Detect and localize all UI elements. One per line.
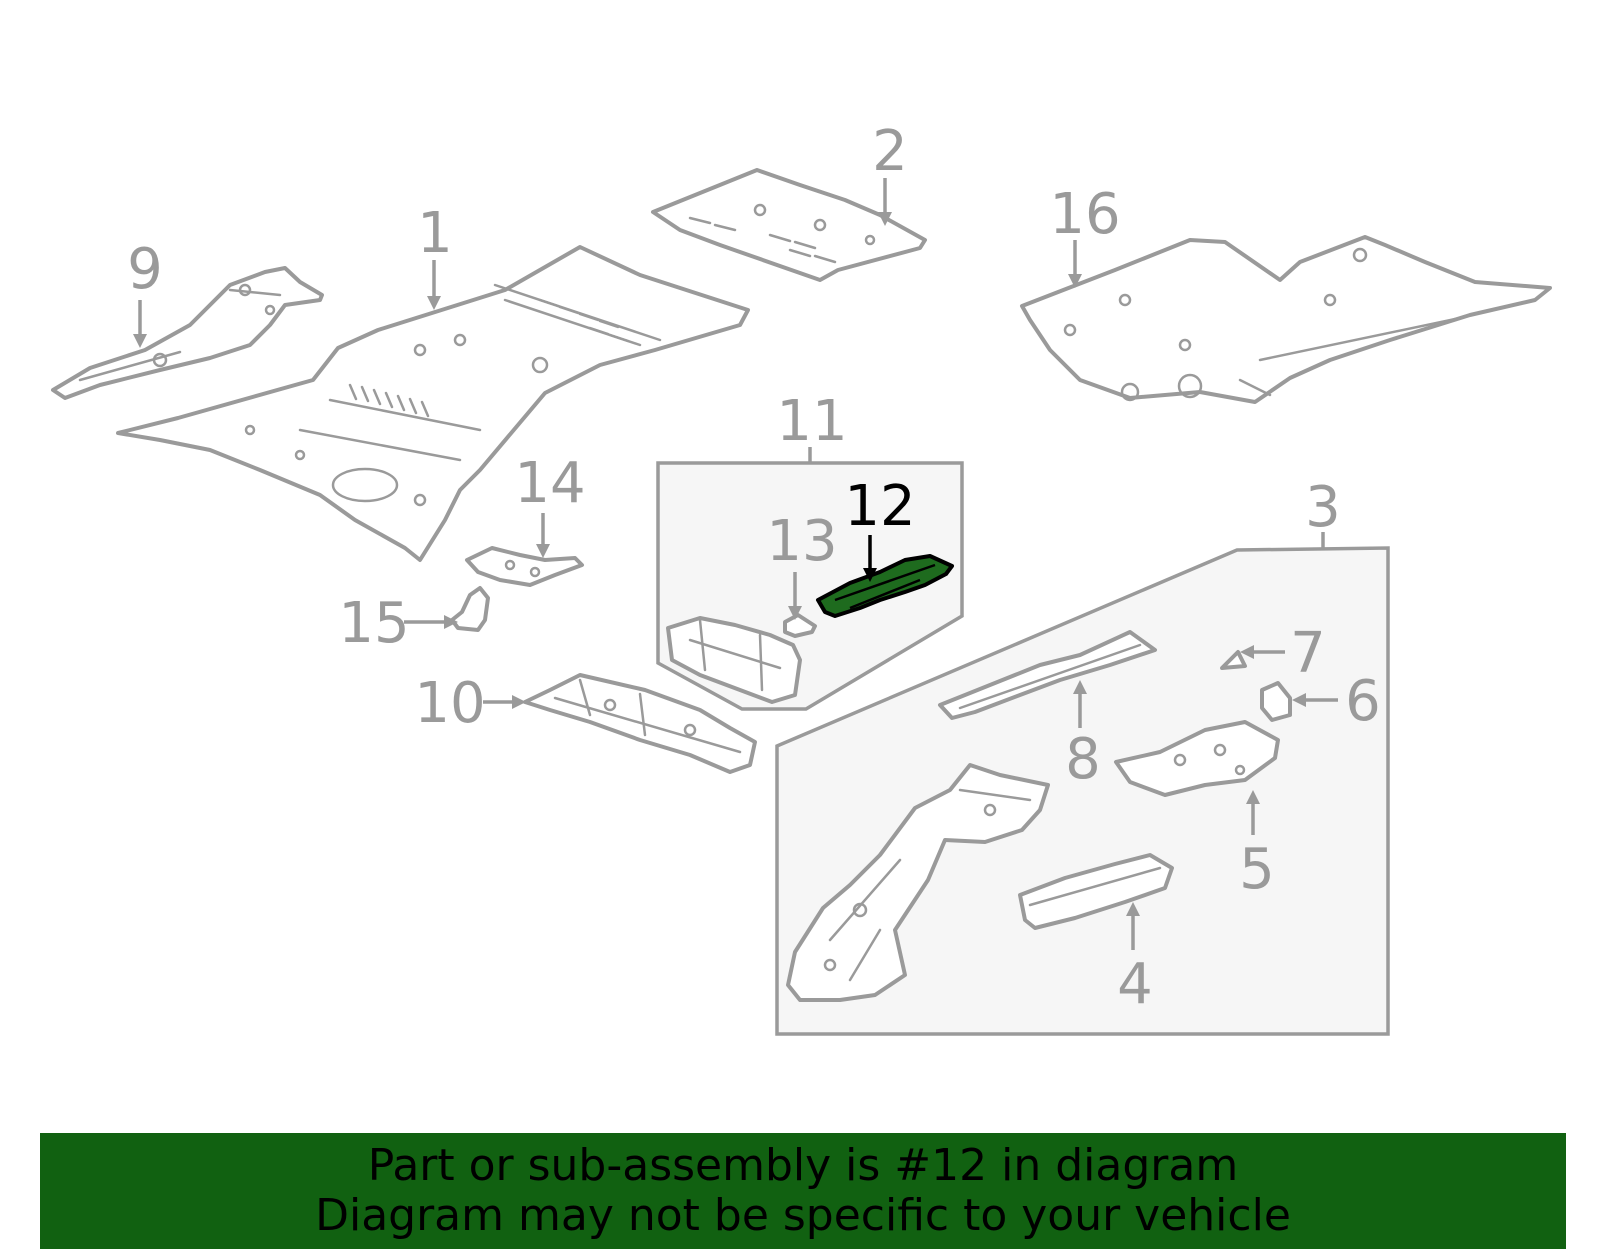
callout-4: 4 xyxy=(1117,952,1153,1017)
part-5-floor-section[interactable] xyxy=(1114,720,1280,797)
callout-7: 7 xyxy=(1290,621,1326,686)
part-14-bracket[interactable] xyxy=(465,546,584,587)
banner-line-1: Part or sub-assembly is #12 in diagram xyxy=(367,1140,1239,1191)
callout-13: 13 xyxy=(766,509,837,574)
part-3-side-frame[interactable] xyxy=(786,763,1050,1002)
callout-14: 14 xyxy=(514,451,585,516)
callout-9: 9 xyxy=(127,237,163,302)
part-7-clip[interactable] xyxy=(1220,650,1247,670)
group-box-3 xyxy=(775,546,1390,1036)
part-2-rear-floor[interactable] xyxy=(651,168,927,282)
callout-8: 8 xyxy=(1065,727,1101,792)
part-13-bracket[interactable] xyxy=(783,613,817,638)
part-10-crossmember[interactable] xyxy=(523,673,757,774)
callout-12: 12 xyxy=(844,474,915,539)
callout-15: 15 xyxy=(338,591,409,656)
part-11-rail-section[interactable] xyxy=(666,616,802,704)
part-6-block[interactable] xyxy=(1260,681,1292,722)
leader-arrows xyxy=(133,178,1338,950)
info-banner: Part or sub-assembly is #12 in diagram D… xyxy=(40,1133,1566,1249)
callout-1: 1 xyxy=(417,201,453,266)
part-1-floor-pan[interactable] xyxy=(116,245,750,562)
callout-16: 16 xyxy=(1049,182,1120,247)
banner-line-2: Diagram may not be specific to your vehi… xyxy=(315,1190,1291,1241)
callout-11: 11 xyxy=(776,389,847,454)
callout-5: 5 xyxy=(1239,837,1275,902)
callout-2: 2 xyxy=(872,119,908,184)
callout-6: 6 xyxy=(1345,669,1381,734)
part-12-highlighted[interactable] xyxy=(816,554,954,618)
part-16-under-cover[interactable] xyxy=(1020,235,1552,404)
callout-10: 10 xyxy=(414,671,485,736)
part-8-rail[interactable] xyxy=(938,630,1157,720)
part-15-clip[interactable] xyxy=(450,586,490,632)
part-4-crossmember[interactable] xyxy=(1018,853,1174,930)
part-9-side-rail[interactable] xyxy=(51,266,324,400)
callout-3: 3 xyxy=(1305,475,1341,540)
